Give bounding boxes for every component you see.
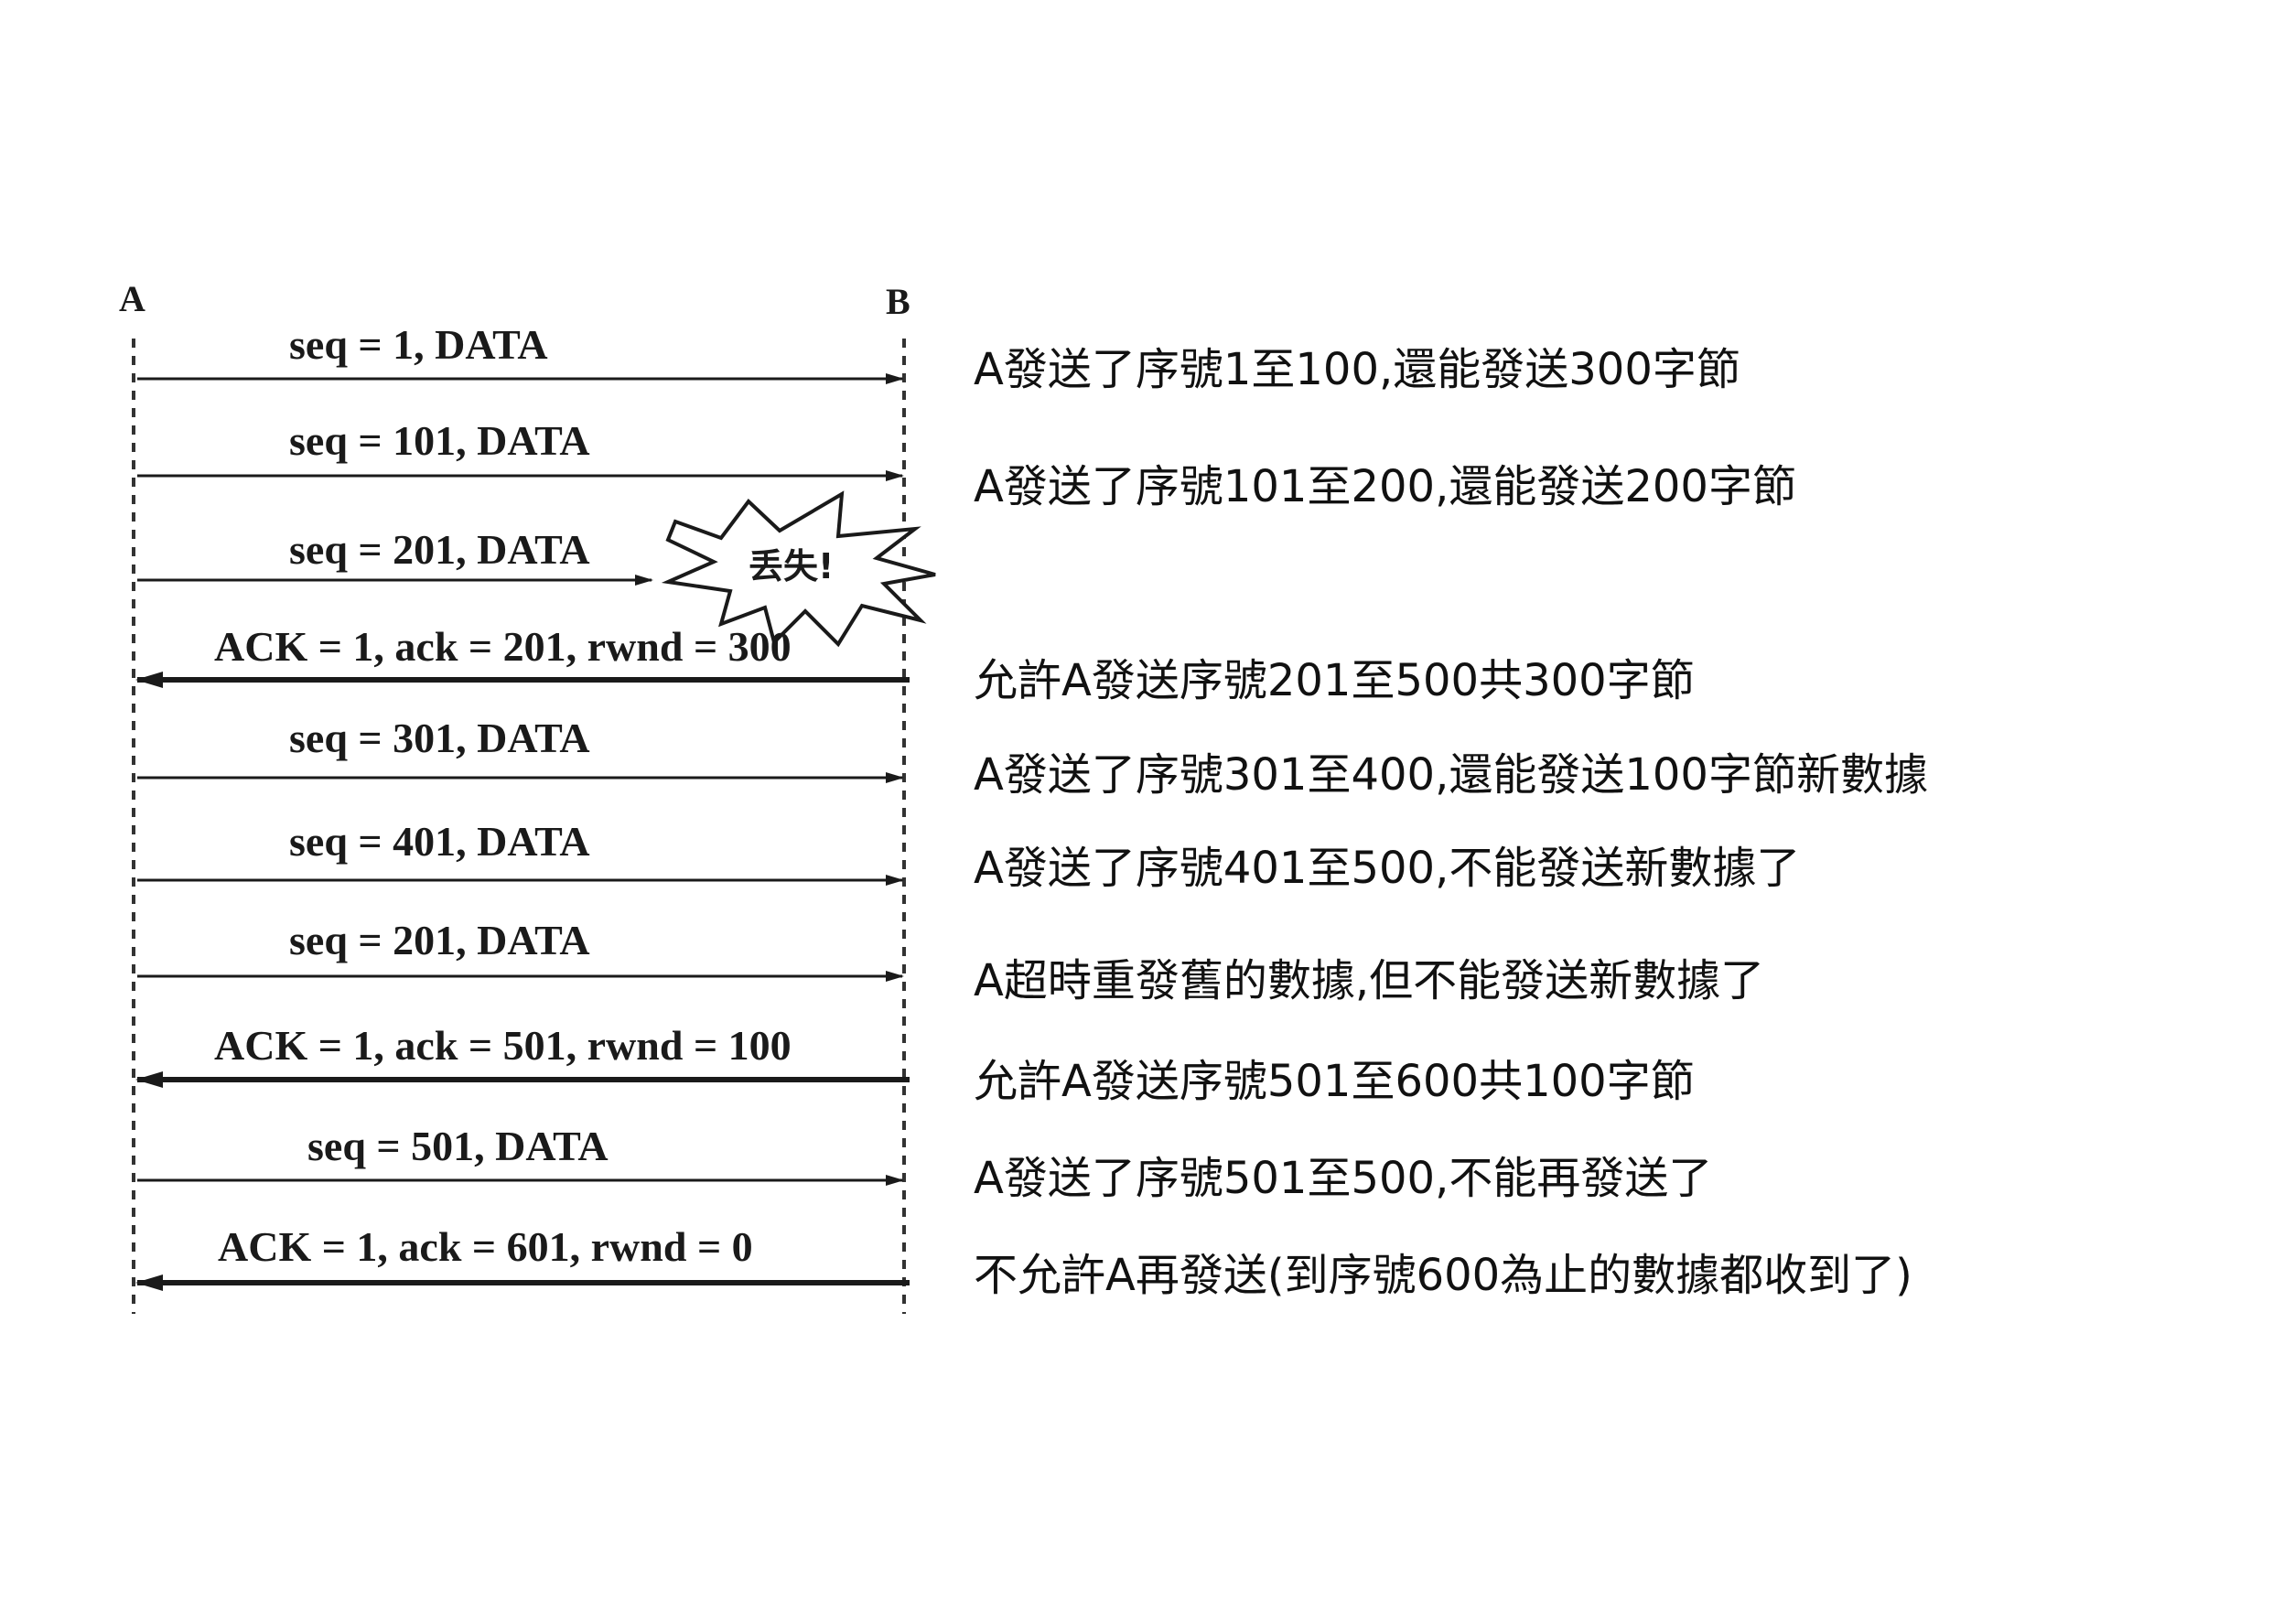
message-label: seq = 201, DATA (289, 526, 590, 573)
message-row-8: ACK = 1, ack = 501, rwnd = 100 (135, 1022, 910, 1088)
message-row-7: seq = 201, DATA (137, 917, 904, 982)
message-label: seq = 501, DATA (307, 1123, 609, 1169)
annotation-4: A發送了序號301至400,還能發送100字節新數據 (974, 749, 1928, 801)
annotation-6: A超時重發舊的數據,但不能發送新數據了 (974, 955, 1765, 1006)
message-row-2: seq = 101, DATA (137, 417, 904, 481)
annotation-7: 允許A發送序號501至600共100字節 (974, 1056, 1695, 1107)
annotation-9: 不允許A再發送(到序號600為止的數據都收到了) (974, 1250, 1912, 1301)
annotation-3: 允許A發送序號201至500共300字節 (974, 655, 1695, 706)
message-label: ACK = 1, ack = 501, rwnd = 100 (214, 1022, 792, 1069)
annotation-5: A發送了序號401至500,不能發送新數據了 (974, 843, 1801, 894)
annotation-2: A發送了序號101至200,還能發送200字節 (974, 461, 1796, 512)
message-row-3: seq = 201, DATA 丢失! (137, 490, 936, 648)
message-label: ACK = 1, ack = 601, rwnd = 0 (218, 1223, 753, 1270)
message-row-10: ACK = 1, ack = 601, rwnd = 0 (135, 1223, 910, 1291)
message-label: seq = 101, DATA (289, 417, 590, 464)
message-row-6: seq = 401, DATA (137, 818, 904, 886)
message-label: ACK = 1, ack = 201, rwnd = 300 (214, 623, 792, 670)
message-row-1: seq = 1, DATA (137, 321, 904, 384)
message-label: seq = 301, DATA (289, 715, 590, 761)
message-row-9: seq = 501, DATA (137, 1123, 904, 1186)
message-label: seq = 201, DATA (289, 917, 590, 963)
message-row-5: seq = 301, DATA (137, 715, 904, 783)
node-b-label: B (886, 281, 910, 322)
message-label: seq = 1, DATA (289, 321, 548, 368)
lost-burst-icon (661, 490, 936, 648)
message-label: seq = 401, DATA (289, 818, 590, 865)
annotation-1: A發送了序號1至100,還能發送300字節 (974, 344, 1740, 395)
lost-label: 丢失! (749, 546, 834, 586)
annotation-8: A發送了序號501至500,不能再發送了 (974, 1153, 1713, 1204)
message-row-4: ACK = 1, ack = 201, rwnd = 300 (135, 623, 910, 688)
node-a-label: A (119, 278, 145, 319)
